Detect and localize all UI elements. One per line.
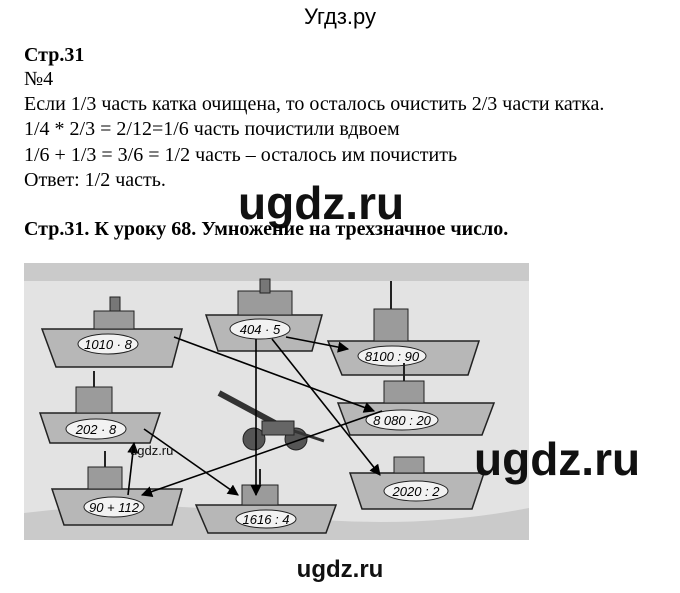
ship-7: 90 + 112 — [50, 451, 183, 526]
ship-2: 404 · 5 — [204, 278, 323, 352]
arrow-8080-to-90plus112 — [140, 410, 383, 497]
task-number: №4 — [24, 68, 54, 90]
ship-6: 2020 : 2 — [348, 456, 486, 510]
ship-3: 8100 : 90 — [326, 281, 481, 376]
ship-2-label: 404 · 5 — [240, 322, 281, 337]
ship-6-label: 2020 : 2 — [392, 484, 441, 499]
watermark: ugdz.ru — [238, 177, 405, 229]
arrow-404-to-2020 — [271, 338, 381, 476]
ship-5-label: 8 080 : 20 — [373, 413, 432, 428]
ship-4-label: 202 · 8 — [75, 422, 117, 437]
ship-7-label: 90 + 112 — [89, 500, 140, 515]
section-title: Стр.31. К уроку 68. Умножение на трехзна… — [24, 218, 509, 240]
ships-matching-illustration: 1010 · 8 404 · 5 8100 : 90 202 · 8 8 080… — [24, 263, 529, 540]
arrow-1010-to-8080 — [173, 336, 376, 413]
page-reference: Стр.31 — [24, 44, 85, 66]
solution-line-1: Если 1/3 часть катка очищена, то осталос… — [24, 93, 605, 115]
ship-4: 202 · 8 — [38, 371, 162, 444]
ship-1: 1010 · 8 — [40, 296, 183, 368]
arrow-202-to-1616 — [143, 428, 239, 496]
solution-line-3: 1/6 + 1/3 = 3/6 = 1/2 часть – осталось и… — [24, 144, 458, 166]
watermark: ugdz.ru — [474, 433, 641, 485]
ship-8-label: 1616 : 4 — [243, 512, 290, 527]
ship-3-label: 8100 : 90 — [365, 349, 420, 364]
watermark-small: ugdz.ru — [130, 443, 174, 458]
watermark-bottom: ugdz.ru — [296, 556, 384, 583]
answer-line: Ответ: 1/2 часть. — [24, 169, 166, 191]
ship-8: 1616 : 4 — [194, 469, 338, 534]
ship-1-label: 1010 · 8 — [84, 337, 132, 352]
arrow-202-to-90plus112 — [127, 441, 139, 496]
arrow-8100-to-404 — [285, 336, 350, 353]
solution-line-2: 1/4 * 2/3 = 2/12=1/6 часть почистили вдв… — [24, 118, 400, 140]
site-title: Угдз.ру — [303, 4, 377, 29]
